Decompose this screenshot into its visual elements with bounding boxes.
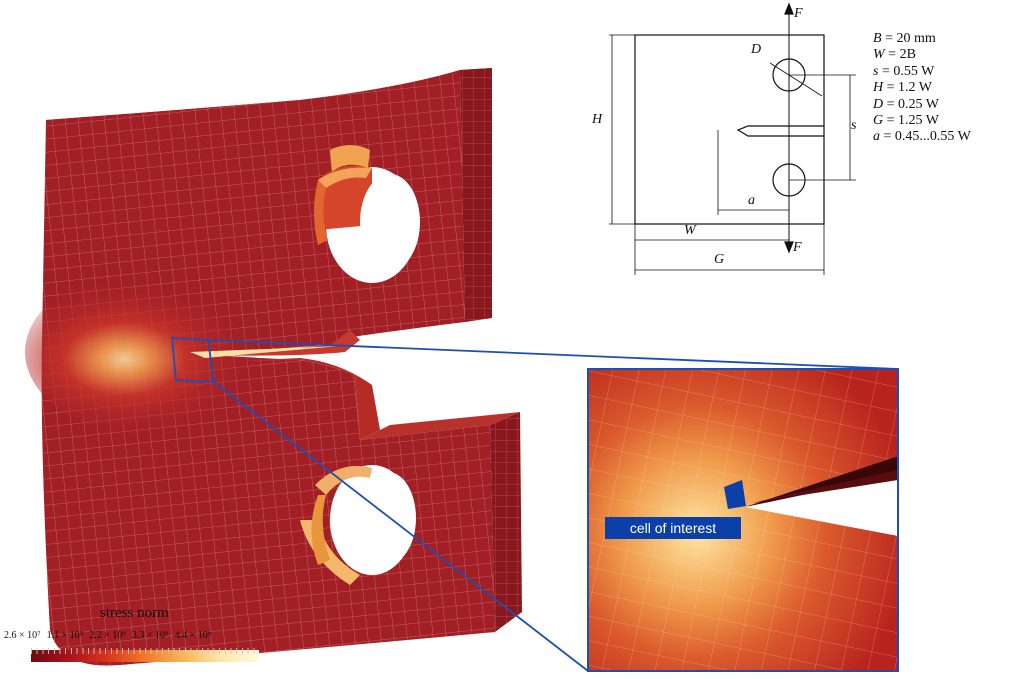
parameter-row: a = 0.45...0.55 W: [873, 129, 971, 145]
force-label-top: F: [794, 6, 803, 21]
parameter-row: B = 20 mm: [873, 31, 936, 46]
inset-zoom: [587, 368, 899, 672]
legend-tick-label: 1.1 × 10⁹: [46, 630, 84, 641]
specimen-schematic: [609, 2, 856, 275]
dimension-label-s: s: [851, 118, 857, 133]
legend-tick-label: 3.3 × 10⁹: [131, 630, 169, 641]
legend-tick-label: 2.2 × 10⁹: [89, 630, 126, 641]
specimen-mesh: [25, 68, 522, 666]
dimension-label-g: G: [714, 252, 725, 267]
force-label-bottom: F: [793, 240, 802, 255]
cell-of-interest-marker: [724, 480, 746, 509]
legend-tick-labels: 2.6 × 10⁷ 1.1 × 10⁹ 2.2 × 10⁹ 3.3 × 10⁹ 4.4 …: [4, 630, 264, 641]
parameter-row: D = 0.25 W: [873, 96, 939, 112]
dimension-label-h: H: [592, 112, 603, 127]
dimension-label-a: a: [748, 193, 755, 208]
colorbar-ticks: [31, 648, 259, 654]
parameter-row: G = 1.25 W: [873, 113, 939, 129]
legend-tick-label: 4.4 × 10⁹: [174, 630, 212, 641]
legend-title: stress norm: [100, 605, 169, 621]
dimension-label-d: D: [751, 42, 762, 57]
parameter-list: B = 20 mm W = 2B s = 0.55 W H = 1.2 W D …: [873, 31, 971, 146]
cell-of-interest-label: cell of interest: [605, 517, 741, 539]
parameter-row: H = 1.2 W: [873, 80, 932, 96]
parameter-row: W = 2B: [873, 47, 916, 63]
zoom-connectors: [207, 339, 899, 672]
parameter-row: s = 0.55 W: [873, 63, 935, 79]
dimension-label-w: W: [684, 223, 696, 238]
legend-tick-label: 2.6 × 10⁷: [4, 630, 41, 641]
